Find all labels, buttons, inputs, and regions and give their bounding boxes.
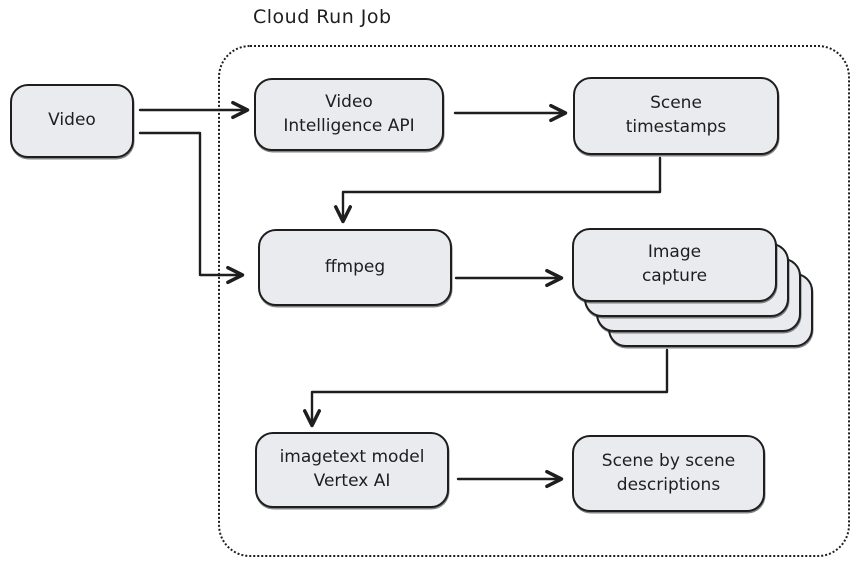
node-scene-timestamps-label: Scene timestamps bbox=[625, 93, 727, 137]
node-image-capture: Image capture bbox=[572, 228, 777, 302]
node-scene-by-scene-descriptions: Scene by scene descriptions bbox=[572, 435, 765, 512]
node-image-capture-label: Image capture bbox=[641, 242, 708, 286]
edge-video-to-ffmpeg bbox=[138, 131, 245, 285]
edge-image-capture-to-imagetext-model bbox=[302, 348, 669, 428]
cloud-run-job-container bbox=[218, 45, 850, 557]
edge-scene-timestamps-to-ffmpeg bbox=[333, 156, 662, 224]
node-ffmpeg: ffmpeg bbox=[258, 229, 452, 306]
node-ffmpeg-label: ffmpeg bbox=[324, 256, 386, 277]
node-imagetext-model-vertex-ai: imagetext model Vertex AI bbox=[255, 432, 449, 508]
node-scene-timestamps: Scene timestamps bbox=[573, 77, 779, 155]
node-scene-by-scene-descriptions-label: Scene by scene descriptions bbox=[601, 450, 736, 495]
node-video: Video bbox=[10, 84, 134, 158]
node-video-intelligence-api-label: Video Intelligence API bbox=[283, 91, 415, 136]
node-video-label: Video bbox=[48, 110, 96, 131]
container-title: Cloud Run Job bbox=[253, 6, 392, 28]
node-imagetext-model-vertex-ai-label: imagetext model Vertex AI bbox=[279, 447, 425, 491]
node-video-intelligence-api: Video Intelligence API bbox=[254, 78, 444, 151]
